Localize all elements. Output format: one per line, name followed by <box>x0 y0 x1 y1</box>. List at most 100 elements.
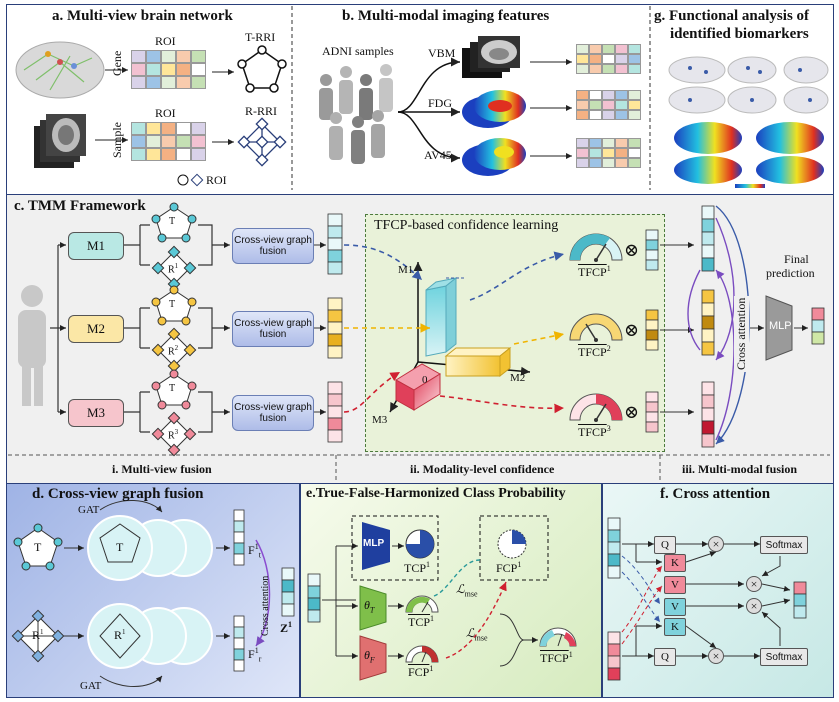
tfcp1-label: TFCP1 <box>578 264 611 279</box>
m3-r-label: R3 <box>168 428 179 442</box>
q-top-box: Q <box>654 536 676 554</box>
grid-cell <box>146 135 161 148</box>
q-bottom-box: Q <box>654 648 676 666</box>
grid-cell <box>615 90 628 100</box>
grid-cell <box>576 138 589 148</box>
grid-cell <box>628 44 641 54</box>
grid-cell <box>589 158 602 168</box>
functional-brain-images <box>668 56 829 188</box>
weighted-vector-1 <box>645 229 659 271</box>
top-section-border <box>6 4 834 194</box>
m1-box: M1 <box>68 232 124 260</box>
grid-cell <box>628 148 641 158</box>
axis-m3-label: M3 <box>372 414 388 426</box>
panel-e-background <box>300 483 602 698</box>
r-rri-graph <box>237 117 287 167</box>
grid-cell <box>131 135 146 148</box>
grid-cell <box>191 63 206 76</box>
ft-label: F <box>248 543 255 557</box>
gat-top-label: GAT <box>78 504 100 516</box>
roi-top-label: ROI <box>155 34 176 48</box>
axis-zero-label: 0 <box>422 374 428 386</box>
otimes-3: ⊗ <box>624 402 640 422</box>
d-r-circles <box>87 603 213 669</box>
d-t-big-label: T <box>116 540 124 554</box>
grid-cell <box>615 100 628 110</box>
fcp-hat-gauge <box>405 645 439 663</box>
otimes-2: ⊗ <box>624 320 640 340</box>
axis-m2-label: M2 <box>510 372 526 384</box>
legend-roi-label: ROI <box>206 173 227 187</box>
grid-cell <box>161 122 176 135</box>
tfcp-hat-gauge <box>539 627 577 647</box>
grid-cell <box>176 122 191 135</box>
softmax-top-box: Softmax <box>760 536 808 554</box>
grid-cell <box>602 90 615 100</box>
tcp-hat-gauge <box>405 595 439 613</box>
m2-r-label: R2 <box>168 344 179 358</box>
grid-cell <box>615 44 628 54</box>
e-input-vector <box>307 573 321 623</box>
grid-cell <box>589 110 602 120</box>
grid-cell <box>191 50 206 63</box>
grid-cell <box>628 64 641 74</box>
axis-m1-label: M1 <box>398 264 414 276</box>
ca-vector-3 <box>701 381 715 448</box>
grid-cell <box>191 135 206 148</box>
multiply-4: × <box>746 598 762 614</box>
d-r-label: R <box>32 628 41 642</box>
fr-label: F <box>248 647 255 661</box>
grid-cell <box>589 100 602 110</box>
grid-cell <box>146 148 161 161</box>
gene-axis-label: Gene <box>110 50 124 76</box>
grid-cell <box>628 54 641 64</box>
fcp-dashed-box <box>479 515 549 581</box>
ca-vector-2 <box>701 289 715 356</box>
otimes-1: ⊗ <box>624 240 640 260</box>
v-bottom-box: V <box>664 598 686 616</box>
theta-t-block <box>359 585 387 631</box>
grid-cell <box>602 158 615 168</box>
gauge-tfcp2 <box>569 313 623 342</box>
grid-cell <box>602 100 615 110</box>
f-vector-bottom <box>607 631 621 681</box>
mlp-block-e <box>362 522 390 570</box>
grid-cell <box>161 135 176 148</box>
weighted-vector-2 <box>645 309 659 351</box>
grid-cell <box>602 54 615 64</box>
fusion-box-2: Cross-view graph fusion <box>232 311 314 347</box>
grid-cell <box>576 100 589 110</box>
grid-cell <box>131 76 146 89</box>
fcp-pie <box>497 529 527 559</box>
grid-cell <box>576 64 589 74</box>
grid-cell <box>602 64 615 74</box>
m1-feature-vector <box>327 213 343 275</box>
grid-cell <box>131 50 146 63</box>
grid-cell <box>589 148 602 158</box>
tcp-label: TCP <box>404 561 427 575</box>
panel-g-title-1: g. Functional analysis of <box>654 8 810 24</box>
theta-t-label: θ <box>364 598 370 612</box>
grid-cell <box>146 122 161 135</box>
m1-t-graph <box>151 202 197 243</box>
grid-cell <box>589 64 602 74</box>
vbm-label: VBM <box>428 46 456 60</box>
sample-axis-label: Sample <box>110 122 124 158</box>
grid-cell <box>589 54 602 64</box>
vbm-image <box>462 36 520 78</box>
f-vector-top <box>607 517 621 579</box>
theta-f-block <box>359 635 387 681</box>
grid-cell <box>602 44 615 54</box>
grid-cell <box>161 76 176 89</box>
gauge-tfcp3 <box>569 393 623 422</box>
tcp-hat-label: TCP <box>408 615 431 629</box>
grid-cell <box>628 158 641 168</box>
grid-cell <box>131 63 146 76</box>
multiply-2: × <box>708 648 724 664</box>
grid-cell <box>576 148 589 158</box>
m3-r-graph <box>151 411 197 457</box>
panel-b-title: b. Multi-modal imaging features <box>342 8 550 24</box>
grid-cell <box>146 76 161 89</box>
t-rri-graph <box>237 45 287 93</box>
